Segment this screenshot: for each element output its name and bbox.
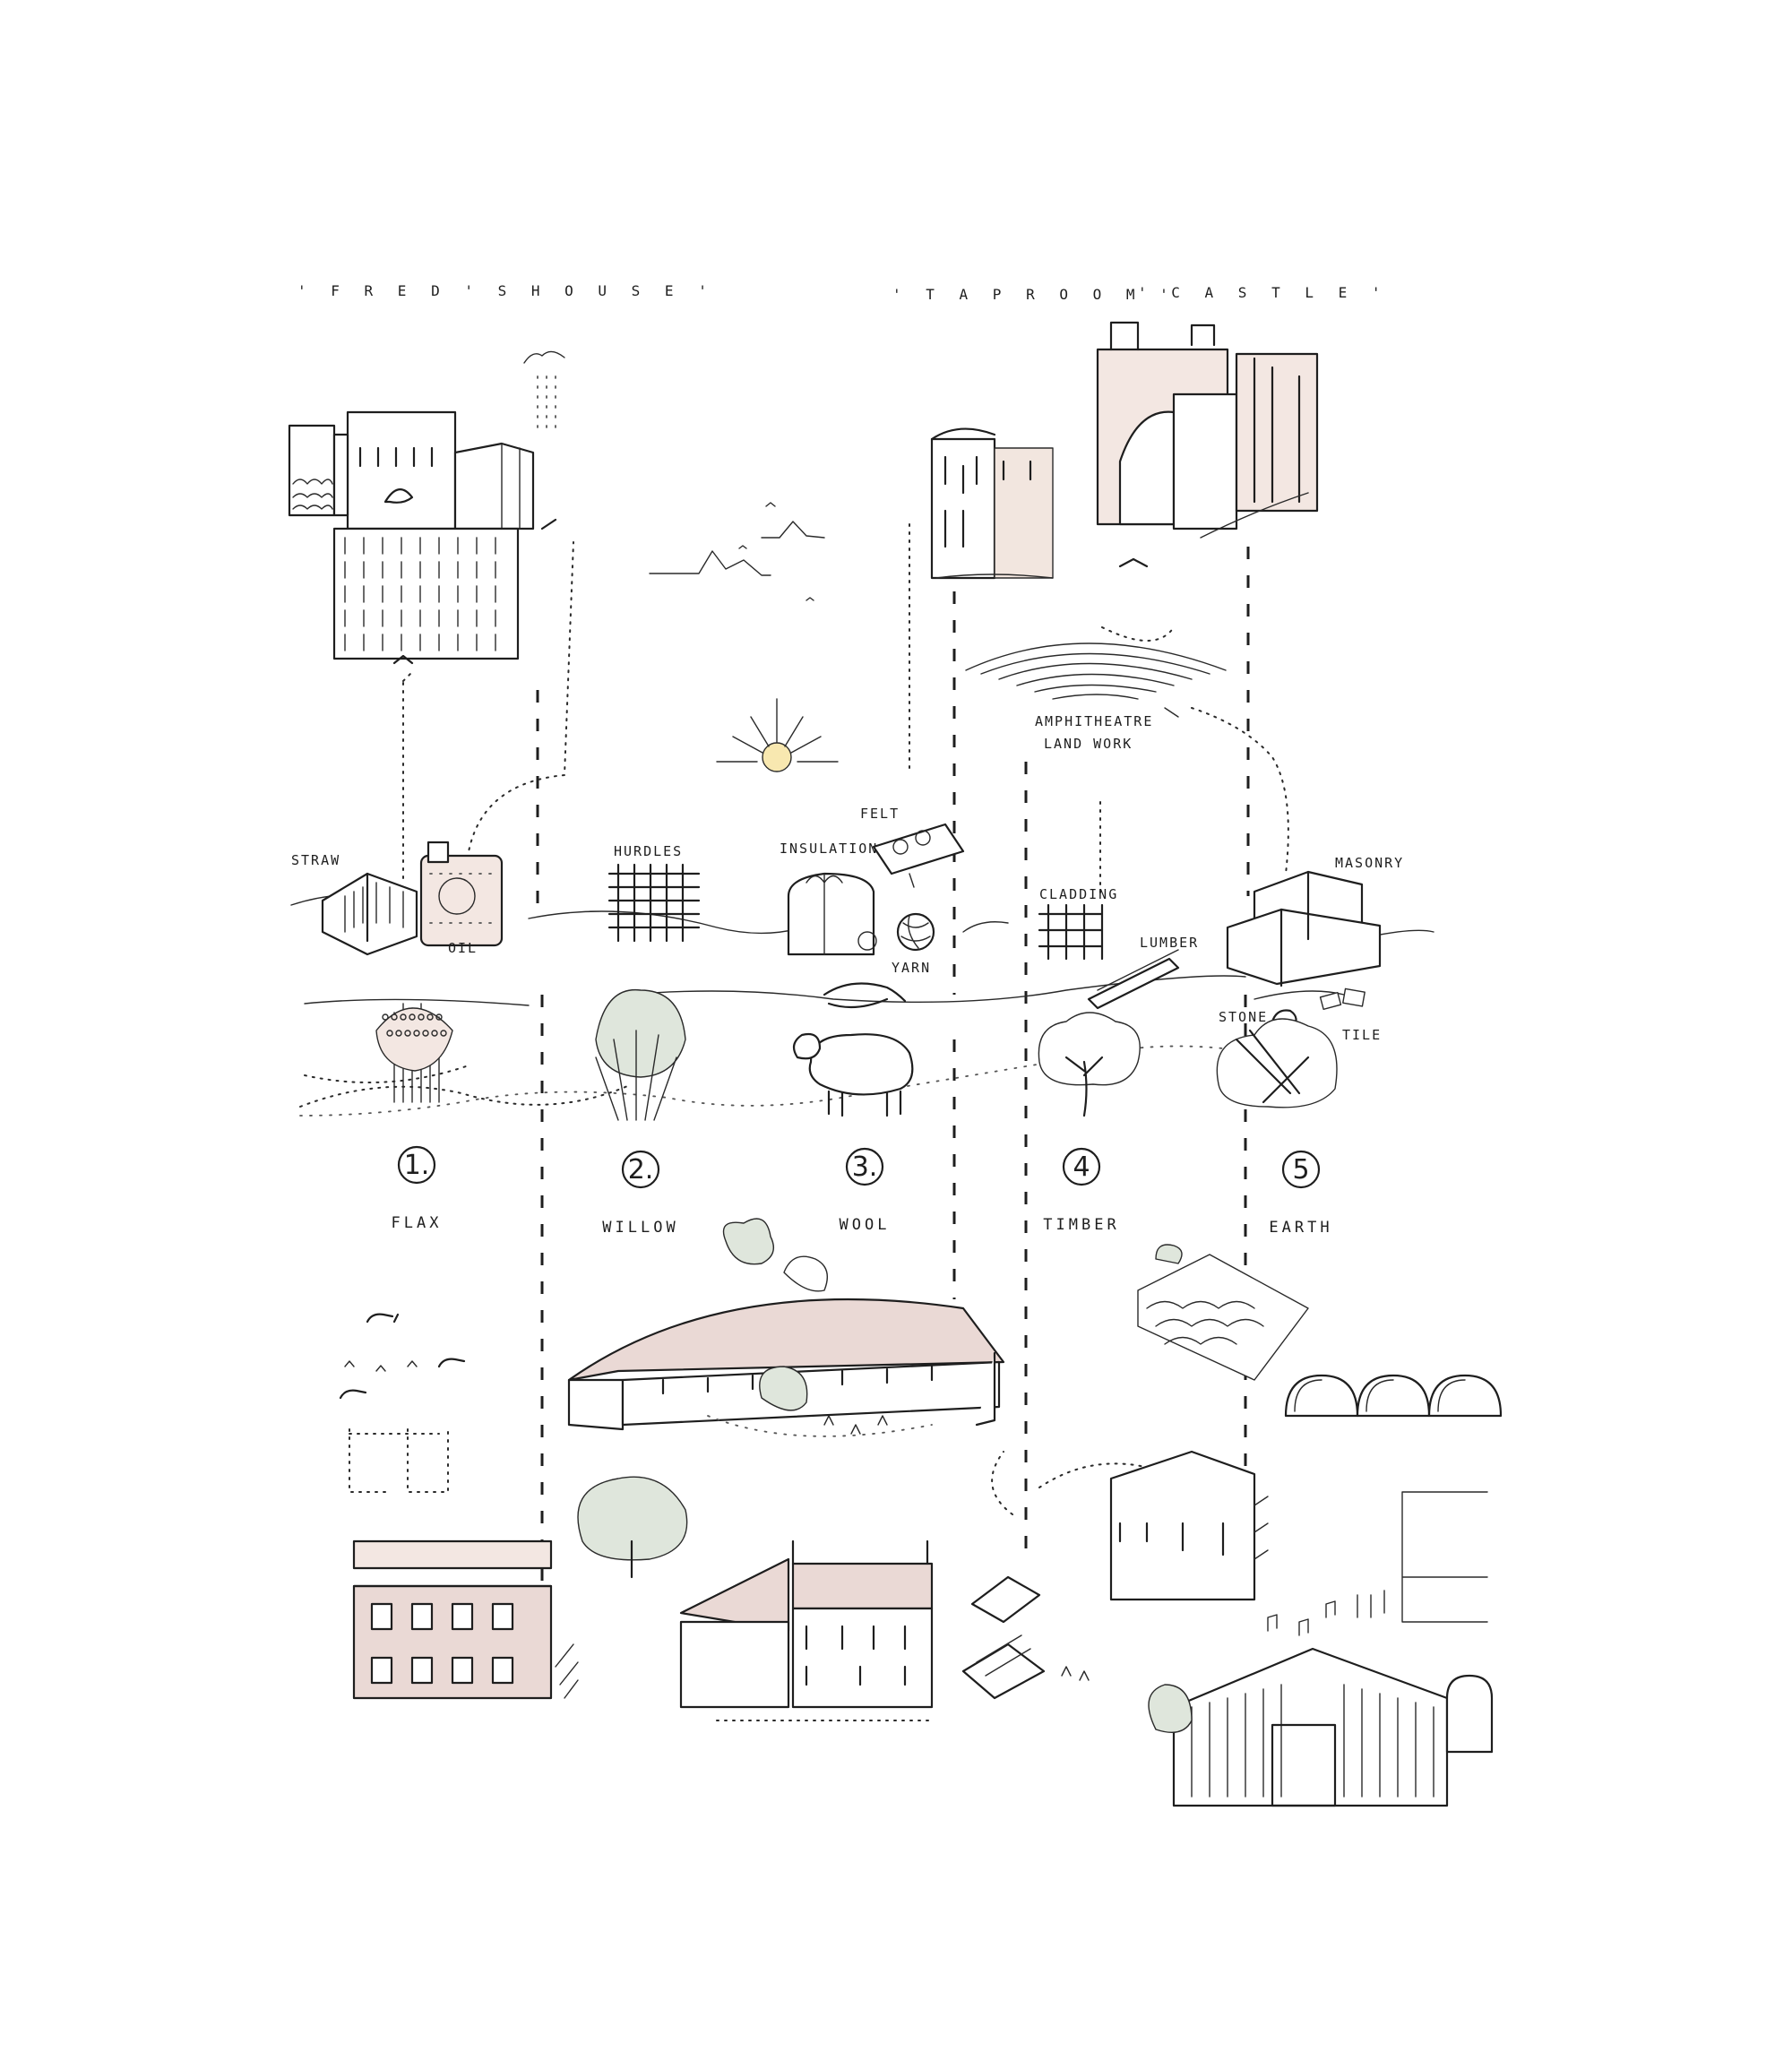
- manor-house-drawing: [352, 1539, 579, 1700]
- freds-house-drawing: [288, 350, 565, 665]
- resource-name: EARTH: [1269, 1219, 1332, 1237]
- manor-window: [410, 1656, 434, 1685]
- flax-seed-head: [431, 1030, 438, 1037]
- castle-ruin-lower: [1109, 1450, 1269, 1601]
- hurdles-label: HURDLES: [614, 843, 683, 859]
- flax-seed-head: [400, 1013, 407, 1021]
- long-barn-drawing: [567, 1298, 1005, 1437]
- oil-label: OIL: [448, 940, 478, 956]
- freds-house-title: ' F R E D ' S H O U S E ': [297, 282, 715, 299]
- resource-number-circle: [1062, 1147, 1101, 1186]
- farmhouse-drawing: [679, 1539, 934, 1721]
- resource-number: 4: [1073, 1151, 1090, 1183]
- tap-room-drawing: [909, 427, 1054, 772]
- vineyard-field: [1137, 1244, 1309, 1381]
- resource-name: WOOL: [840, 1216, 891, 1234]
- castle-drawing: [1096, 321, 1319, 568]
- resource-number-circle: [397, 1145, 436, 1185]
- flax-seed-head: [413, 1030, 420, 1037]
- castle-title: ' C A S T L E ': [1138, 284, 1389, 301]
- yarn-ball-icon: [896, 912, 935, 952]
- amphitheatre-label: AMPHITHEATRE: [1035, 713, 1153, 729]
- manor-window: [370, 1656, 393, 1685]
- resource-name: WILLOW: [602, 1219, 678, 1237]
- polytunnels: [1284, 1374, 1503, 1418]
- amphitheatre-drawing: [965, 642, 1227, 718]
- landscape-lines: [290, 893, 1434, 1117]
- meadow-tree: [577, 1476, 688, 1579]
- music-notes: [1267, 1590, 1385, 1636]
- earth-quarry-icon: [1216, 1018, 1338, 1108]
- event-barn-drawing: [1148, 1647, 1494, 1807]
- resource-number-circle: [621, 1150, 660, 1189]
- manor-window: [451, 1602, 474, 1631]
- flax-seed-head: [440, 1030, 447, 1037]
- felt-label: FELT: [860, 806, 900, 822]
- hurdles-icon: [607, 863, 701, 943]
- flax-seed-head: [422, 1030, 429, 1037]
- resource-number: 1.: [404, 1150, 430, 1181]
- yarn-label: YARN: [892, 960, 931, 976]
- flax-seed-head: [395, 1030, 402, 1037]
- straw-bale-icon: [321, 872, 418, 956]
- sun-icon: [716, 698, 839, 772]
- tree-icon: [1038, 1012, 1141, 1117]
- stone-label: STONE: [1219, 1009, 1268, 1025]
- manor-window: [491, 1602, 514, 1631]
- flax-seed-head: [382, 1013, 389, 1021]
- flax-seed-head: [404, 1030, 411, 1037]
- flow-lines: [299, 541, 1289, 1604]
- flax-seed-head: [426, 1013, 434, 1021]
- glasshouse-drawing: [961, 1575, 1090, 1700]
- flax-seed-head: [418, 1013, 425, 1021]
- willow-plant-icon: [595, 988, 686, 1121]
- resource-number: 5: [1292, 1154, 1309, 1186]
- freds-house-windows: [344, 537, 496, 651]
- felt-icon: [872, 823, 965, 888]
- tap-room-title: ' T A P R O O M ': [892, 286, 1176, 303]
- cladding-icon: [1038, 903, 1104, 961]
- manor-window: [370, 1602, 393, 1631]
- resource-number: 2.: [628, 1154, 654, 1186]
- manor-window: [451, 1656, 474, 1685]
- flax-seed-head: [409, 1013, 416, 1021]
- flax-plant-icon: [375, 1003, 453, 1103]
- manor-window: [410, 1602, 434, 1631]
- straw-label: STRAW: [291, 852, 340, 868]
- land-work-label: LAND WORK: [1044, 736, 1133, 752]
- masonry-icon: [1226, 870, 1382, 987]
- insulation-icon: [787, 872, 877, 956]
- right-frame: [1401, 1491, 1488, 1623]
- sky-clouds: [649, 502, 825, 601]
- resource-number-circle: [845, 1147, 884, 1186]
- lumber-icon: [1087, 949, 1180, 1010]
- manor-window: [491, 1656, 514, 1685]
- shears-icon: [823, 982, 907, 1009]
- resource-number-circle: [1281, 1150, 1321, 1189]
- flax-seed-head: [391, 1013, 398, 1021]
- insulation-label: INSULATION: [780, 841, 878, 857]
- masonry-label: MASONRY: [1335, 855, 1404, 871]
- resource-number: 3.: [852, 1151, 878, 1183]
- oil-jar-icon: [419, 841, 504, 947]
- cladding-label: CLADDING: [1039, 886, 1118, 902]
- sheep-icon: [792, 1032, 914, 1117]
- tile-label: TILE: [1342, 1027, 1382, 1043]
- flax-seed-head: [435, 1013, 443, 1021]
- resource-name: TIMBER: [1043, 1216, 1119, 1234]
- lumber-label: LUMBER: [1140, 935, 1199, 951]
- bushes: [722, 1218, 828, 1292]
- resource-name: FLAX: [392, 1214, 443, 1232]
- sheep-field: [339, 1313, 466, 1493]
- flax-seed-head: [386, 1030, 393, 1037]
